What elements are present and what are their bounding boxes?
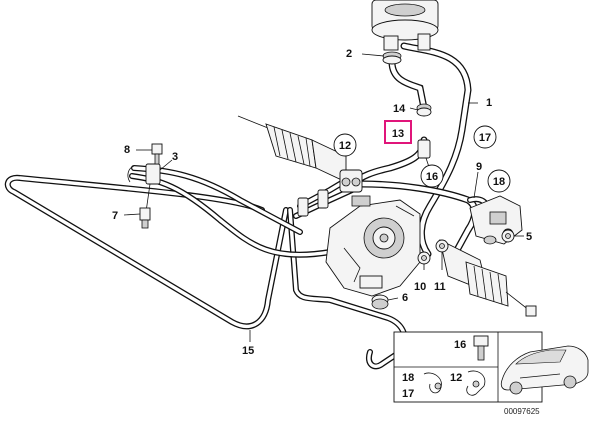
callout-10: 10 [414, 281, 426, 293]
power-steering-pump [297, 169, 421, 297]
highlight-box-13 [384, 120, 412, 144]
callout-15: 15 [242, 345, 254, 357]
callout-17: 17 [479, 132, 491, 144]
inset-callout-12: 12 [450, 372, 462, 384]
callout-16: 16 [426, 171, 438, 183]
inset-callout-17: 17 [402, 388, 414, 400]
callout-2: 2 [346, 48, 352, 60]
callout-14: 14 [393, 103, 406, 115]
bolt-5 [501, 229, 515, 243]
circle-12 [333, 133, 357, 157]
hose-clamps [382, 51, 432, 159]
inset-callout-16: 16 [454, 339, 466, 351]
vehicle-thumbnail [500, 345, 589, 395]
callout-18: 18 [493, 176, 505, 188]
leader-lines [123, 53, 524, 342]
callout-9: 9 [476, 161, 482, 173]
callouts: 2 1 14 13 12 17 16 18 9 8 3 7 5 10 11 6 … [112, 48, 532, 357]
callout-6: 6 [402, 292, 408, 304]
callout-7: 7 [112, 210, 118, 222]
inset-panel: 16 18 17 12 [393, 331, 589, 403]
callout-3: 3 [172, 151, 178, 163]
circle-17 [473, 125, 497, 149]
bracket [127, 143, 163, 229]
circle-16 [420, 164, 444, 188]
callout-12: 12 [339, 140, 351, 152]
callout-11: 11 [434, 281, 446, 293]
reservoir [371, 0, 439, 51]
fitting-6 [371, 294, 389, 310]
callout-5: 5 [526, 231, 532, 243]
circle-18 [487, 169, 511, 193]
callout-1: 1 [486, 97, 492, 109]
callout-8: 8 [124, 144, 130, 156]
hose-assembly [4, 42, 492, 370]
inset-callout-18: 18 [402, 372, 414, 384]
steering-rack [237, 115, 537, 317]
diagram-code: 00097625 [504, 407, 540, 416]
callout-13: 13 [392, 128, 404, 140]
